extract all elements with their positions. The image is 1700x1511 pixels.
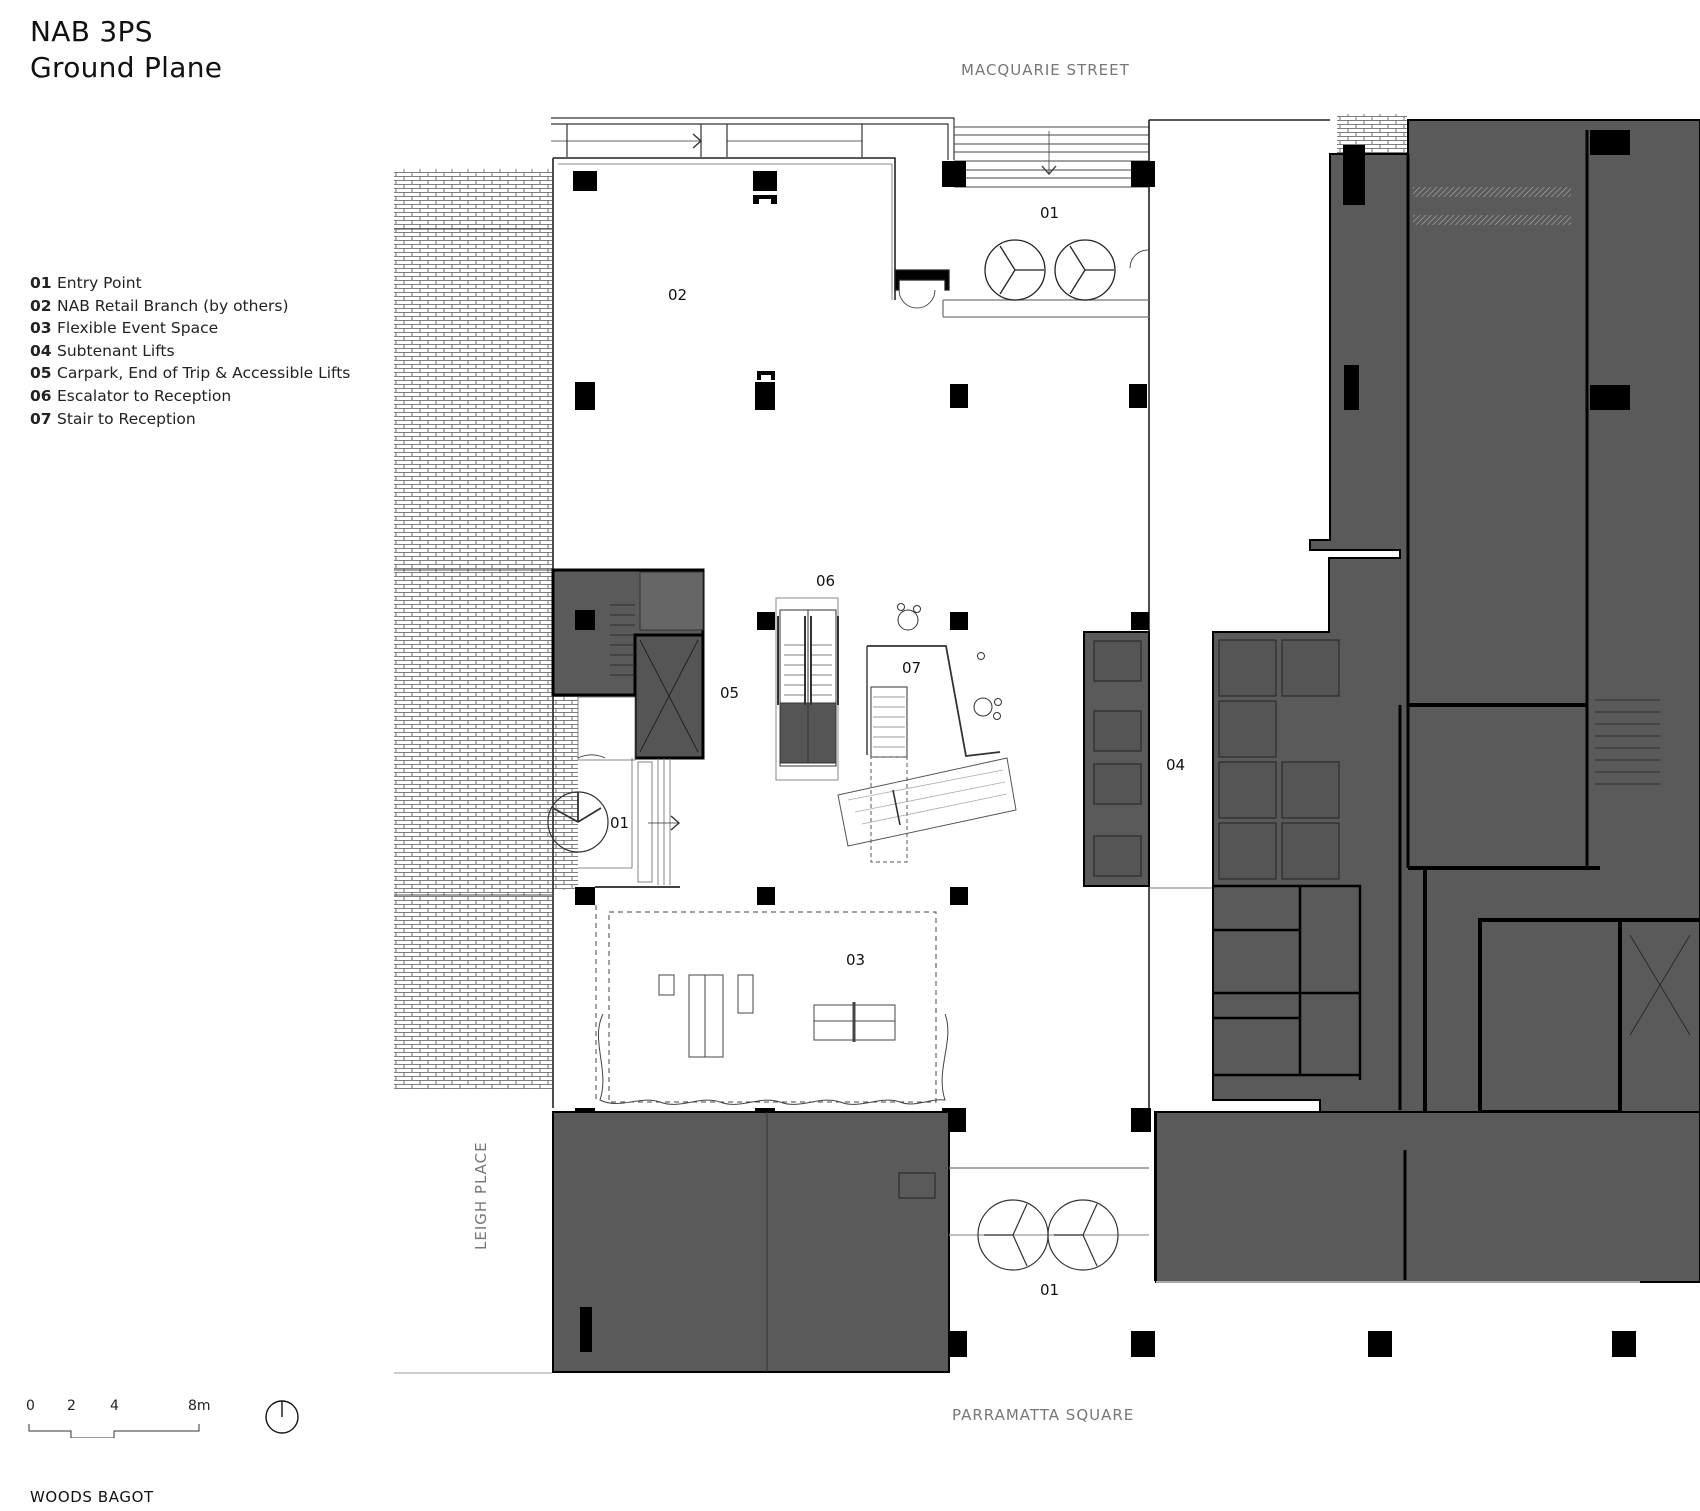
revolving-door-west [547,754,681,888]
escalators [775,597,839,781]
label-retail: 02 [668,286,687,304]
label-event-space: 03 [846,951,865,969]
drawing-title: NAB 3PS Ground Plane [30,14,222,86]
label-entry-north: 01 [1040,204,1059,222]
drawing-name: Ground Plane [30,51,223,84]
event-space-area [595,905,949,1105]
north-entry-steps [954,119,1205,188]
street-label-south: PARRAMATTA SQUARE [952,1406,1135,1424]
label-entry-south: 01 [1040,1281,1059,1299]
structural-columns [573,161,1636,1357]
southwest-tenancy [552,1111,950,1373]
label-subtenant-lifts: 04 [1166,756,1185,774]
retail-branch-area [558,163,893,300]
label-escalator: 06 [816,572,835,590]
label-stair: 07 [902,659,921,677]
label-carpark-lifts: 05 [720,684,739,702]
southeast-tenancy [1155,1111,1700,1283]
scale-bar-graphic [28,1424,200,1438]
revolving-door-south [949,1167,1149,1271]
project-name: NAB 3PS [30,15,153,48]
north-threshold [551,117,955,160]
brand-logo-text: WOODS BAGOT [30,1488,154,1506]
carpark-lift-core [551,568,705,761]
street-label-north: MACQUARIE STREET [961,61,1130,79]
feature-stair [837,603,1017,863]
room-labels: 01 02 06 05 07 04 01 03 01 [610,204,1185,1299]
brick-paving-west [394,169,578,1374]
scale-bar: 0 2 4 8m [26,1398,226,1438]
label-entry-west: 01 [610,814,629,832]
revolving-door-north [894,239,1149,318]
north-arrow-icon [265,1400,299,1434]
east-service-core [1154,119,1700,1281]
subtenant-lift-bank [1083,631,1212,889]
